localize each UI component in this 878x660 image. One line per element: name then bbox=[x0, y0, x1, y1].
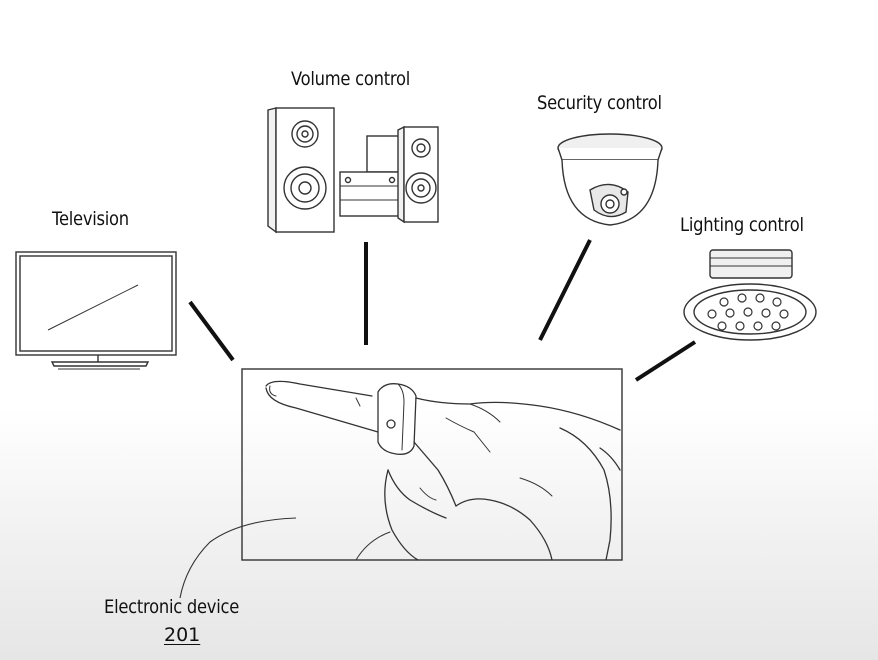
electronic-device-label: Electronic device bbox=[104, 596, 240, 618]
security-control-label: Security control bbox=[537, 92, 662, 114]
security-camera-icon bbox=[557, 133, 663, 226]
connector-lines bbox=[188, 239, 697, 382]
television-label: Television bbox=[52, 208, 129, 230]
ceiling-light-icon bbox=[683, 249, 817, 341]
connector-lighting bbox=[634, 340, 697, 382]
television-icon bbox=[15, 251, 177, 370]
volume-control-label: Volume control bbox=[291, 68, 411, 90]
connector-television bbox=[188, 300, 235, 362]
device-reference-number: 201 bbox=[164, 624, 201, 646]
lighting-control-label: Lighting control bbox=[680, 214, 804, 236]
connector-security bbox=[538, 239, 592, 341]
speaker-system-icon bbox=[267, 107, 439, 234]
ring-hand-icon bbox=[179, 368, 623, 599]
